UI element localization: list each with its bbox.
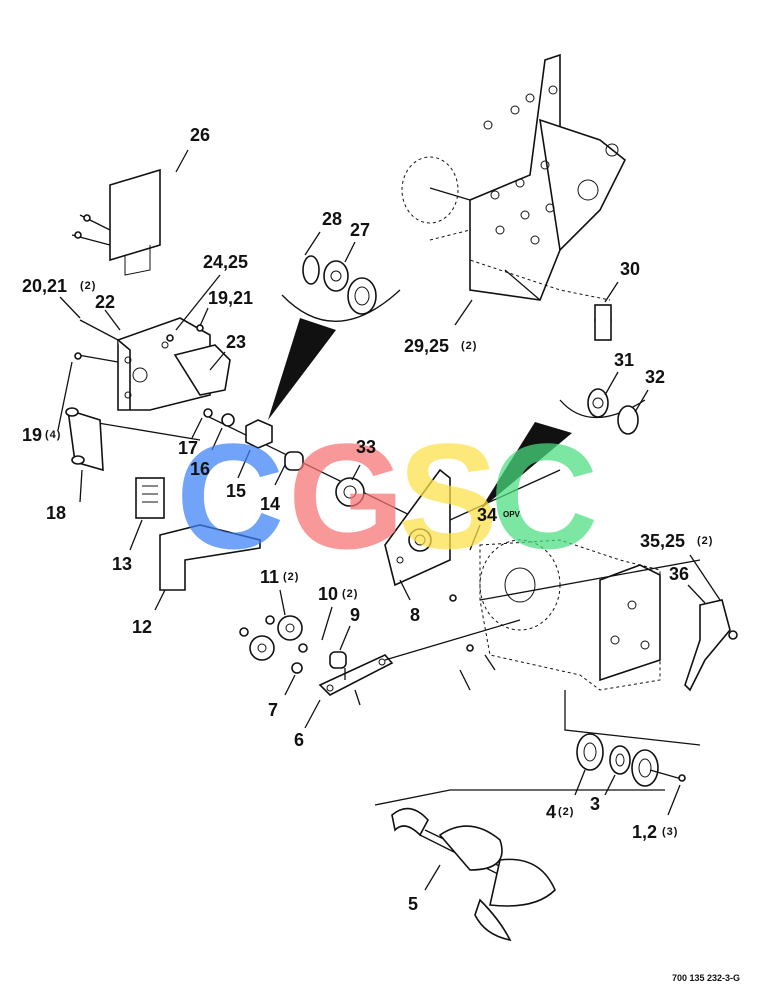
label-3: 3 [590, 794, 600, 814]
part-18-handle [65, 407, 104, 472]
watermark-letter-1: C [176, 412, 284, 580]
label-22: 22 [95, 292, 115, 312]
label-16: 16 [190, 459, 210, 479]
label-4: 4 [546, 802, 556, 822]
auger-housing [479, 539, 701, 746]
label-29-25: 29,25 [404, 336, 449, 356]
shield-part-26 [71, 168, 161, 276]
part-5-auger [374, 789, 665, 942]
label-7: 7 [268, 700, 278, 720]
label-17: 17 [178, 438, 198, 458]
label-34: 34 [477, 505, 497, 525]
inset-bearing-detail-2 [480, 388, 646, 510]
label-32: 32 [645, 367, 665, 387]
label-11: 11 [260, 567, 279, 587]
label-19: 19 [22, 425, 42, 445]
label-1-2: 1,2 [632, 822, 657, 842]
label-13: 13 [112, 554, 132, 574]
qty-20-21: (2) [80, 280, 96, 292]
label-12: 12 [132, 617, 152, 637]
qty-19: (4) [45, 429, 61, 441]
qty-11: (2) [283, 571, 299, 583]
label-23: 23 [226, 332, 246, 352]
label-24-25: 24,25 [203, 252, 248, 272]
label-28: 28 [322, 209, 342, 229]
small-hardware [449, 304, 612, 691]
label-6: 6 [294, 730, 304, 750]
label-20-21: 20,21 [22, 276, 67, 296]
watermark-letter-2: G [288, 412, 405, 580]
flange-bearing-group [576, 733, 686, 787]
drive-shaft-components [79, 408, 431, 526]
callout-labels: 26 28 27 24,25 20,21 (2) 22 19,21 23 19 … [22, 125, 713, 914]
watermark-letter-3: S [398, 412, 498, 580]
label-27: 27 [350, 220, 370, 240]
label-26: 26 [190, 125, 210, 145]
qty-35-25: (2) [697, 535, 713, 547]
leader-lines [57, 149, 721, 891]
label-15: 15 [226, 481, 246, 501]
label-18: 18 [46, 503, 66, 523]
qty-29-25: (2) [461, 340, 477, 352]
part-8-plate [384, 468, 561, 587]
part-9-bushing [329, 651, 347, 669]
part-36-arm [684, 599, 738, 692]
label-33: 33 [356, 437, 376, 457]
qty-4: (2) [558, 806, 574, 818]
qty-10: (2) [342, 588, 358, 600]
label-8: 8 [410, 605, 420, 625]
label-9: 9 [350, 605, 360, 625]
qty-1-2: (3) [662, 826, 678, 838]
label-35-25: 35,25 [640, 531, 685, 551]
sprockets-11 [239, 615, 308, 674]
frame-housing [401, 53, 627, 301]
label-10: 10 [318, 584, 338, 604]
label-30: 30 [620, 259, 640, 279]
bracket-assembly [74, 317, 231, 411]
label-31: 31 [614, 350, 634, 370]
part-6-link [318, 619, 521, 706]
label-36: 36 [669, 564, 689, 584]
label-5: 5 [408, 894, 418, 914]
opposite-note: OPV [503, 510, 521, 519]
watermark-letter-4: C [490, 412, 598, 580]
label-19-21: 19,21 [208, 288, 253, 308]
label-14: 14 [260, 494, 280, 514]
document-number: 700 135 232-3-G [672, 973, 740, 983]
part-12-bracket [159, 524, 261, 591]
part-13-decal [135, 477, 165, 519]
watermark: C G S C [176, 412, 598, 580]
inset-bearing-detail [268, 255, 401, 420]
